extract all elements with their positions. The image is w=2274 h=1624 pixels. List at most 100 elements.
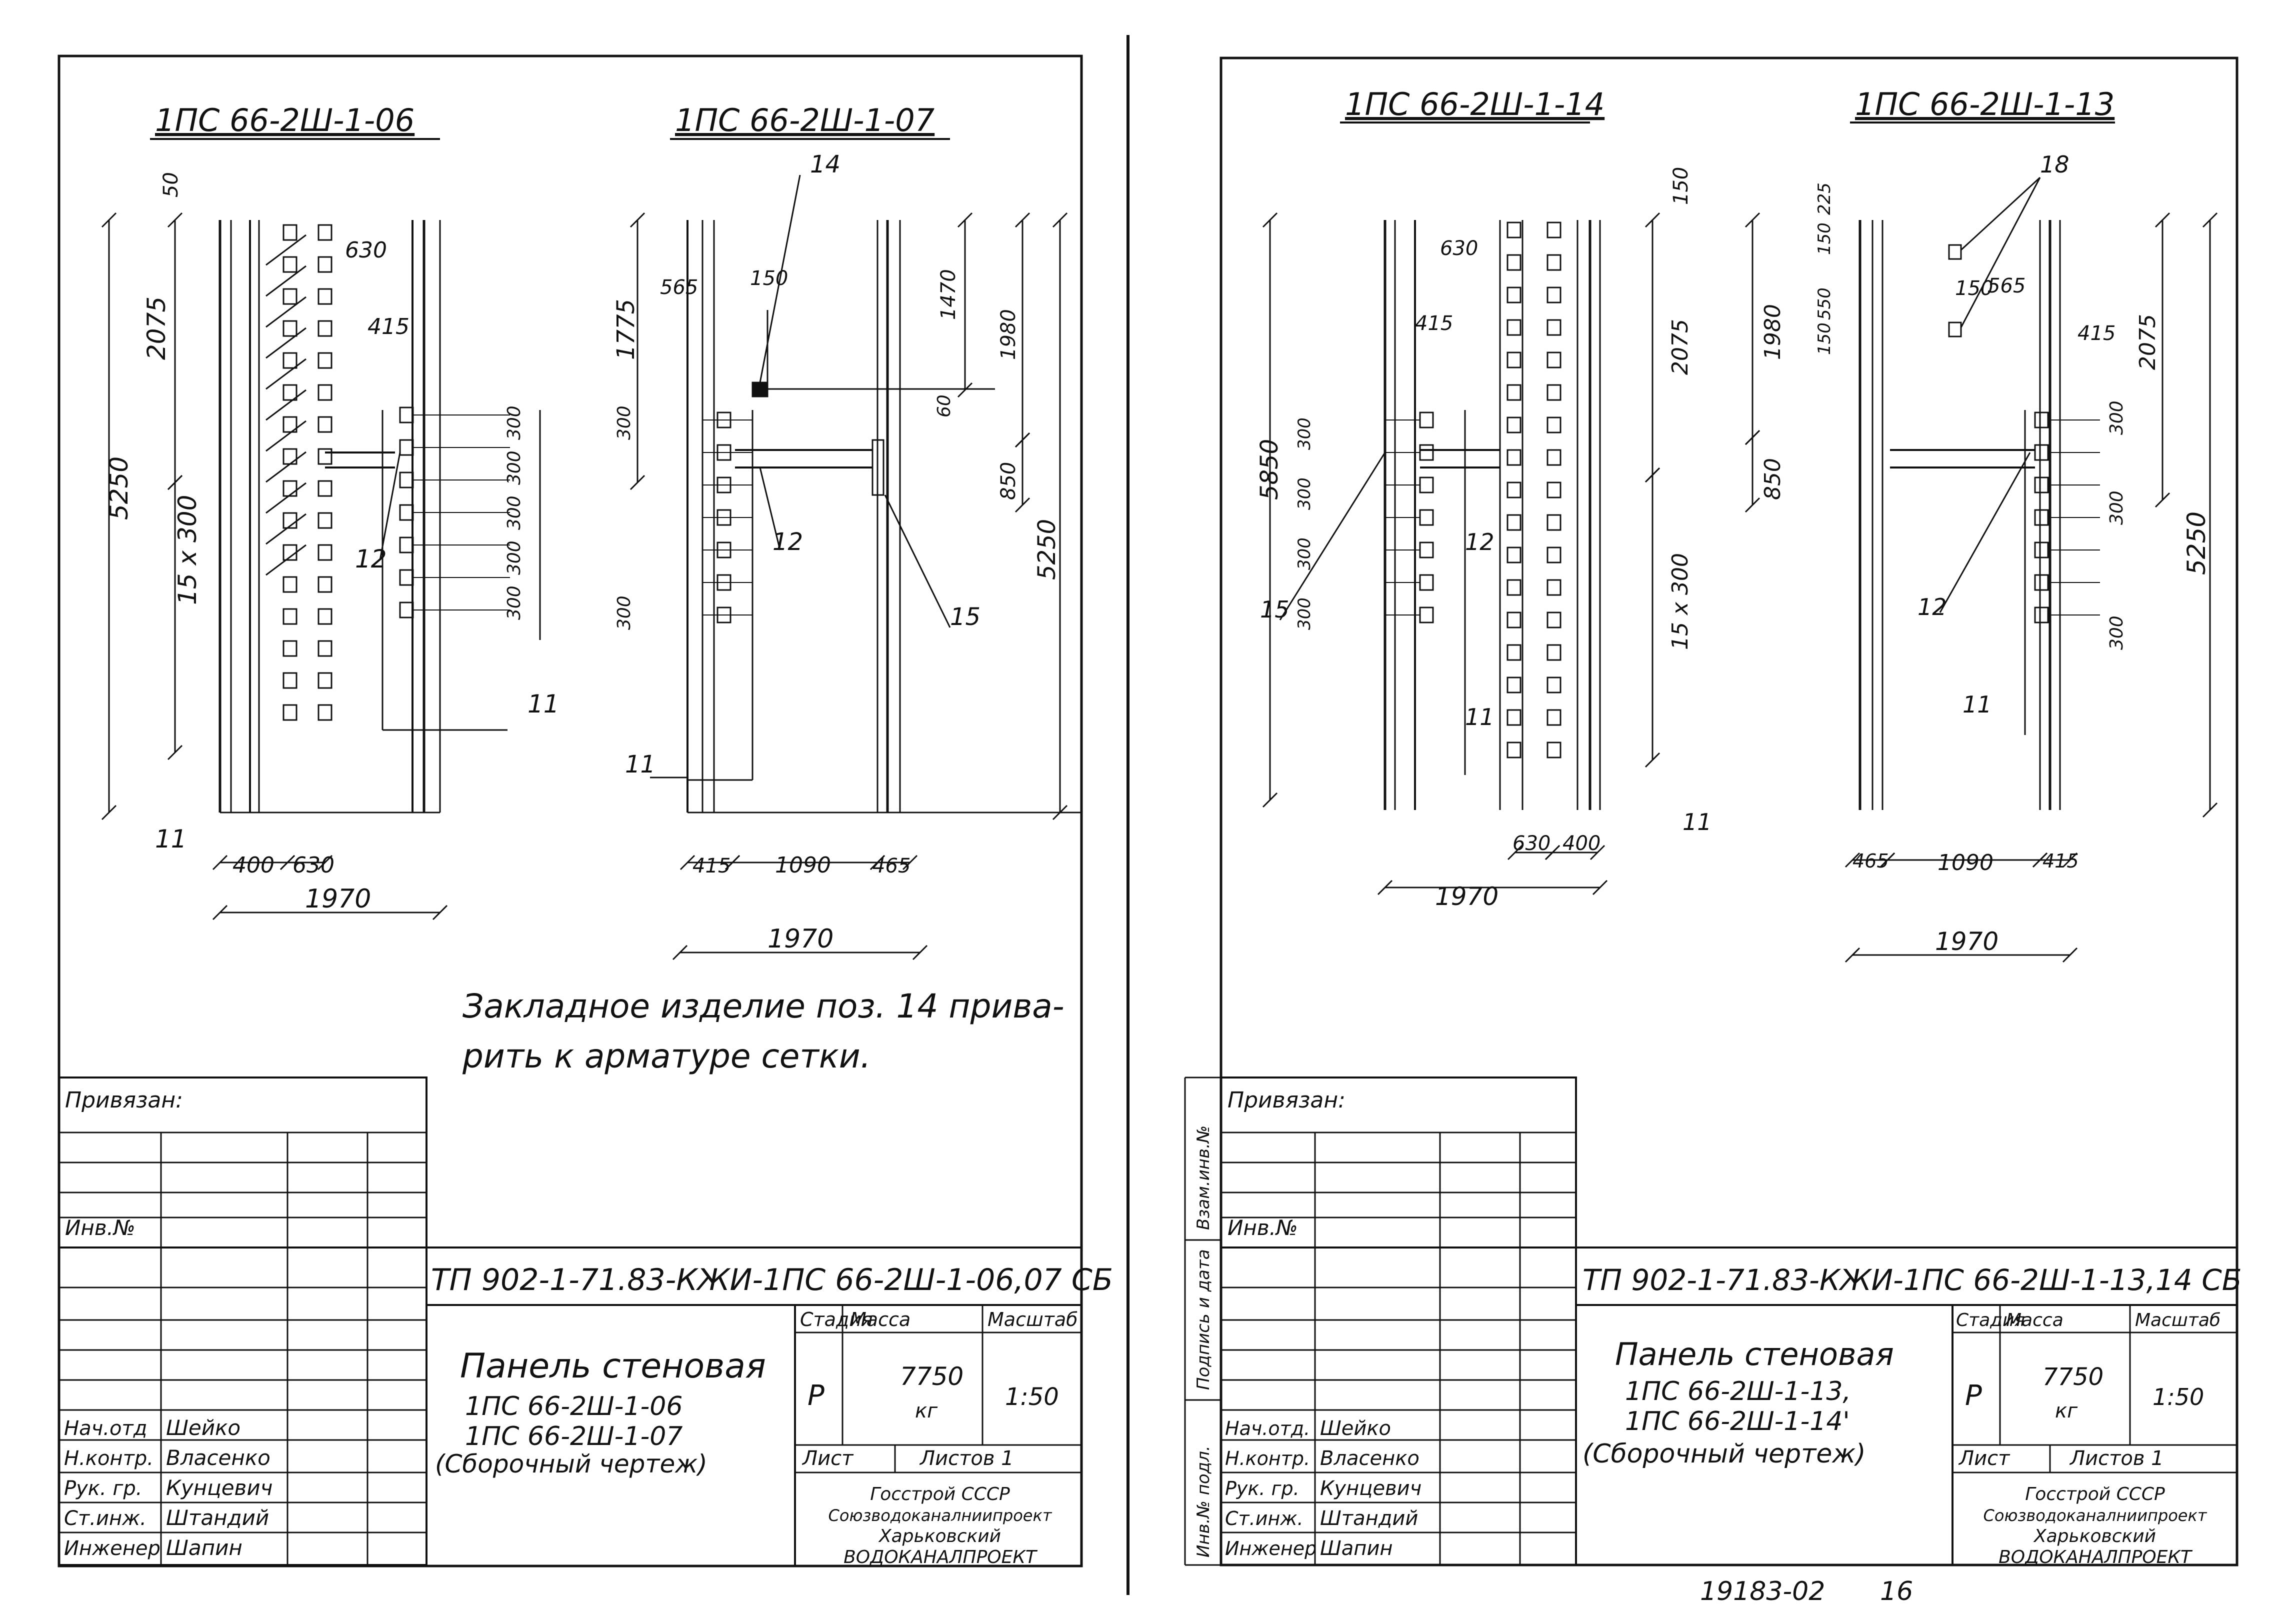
- side-label-2: Инв.№ подл.: [1194, 1446, 1214, 1558]
- inv-label: Инв.№: [1228, 1216, 1298, 1240]
- dim-tick: [432, 904, 448, 920]
- callout-12: 12: [355, 544, 387, 574]
- dim-tick: [1377, 880, 1393, 896]
- rebar-square: [1506, 286, 1522, 304]
- rebar-square: [318, 640, 332, 657]
- hdr-scale: Масштаб: [2135, 1310, 2220, 1330]
- dim-565: 565: [1988, 274, 2026, 298]
- hatch: [266, 296, 306, 328]
- callout-11: 11: [625, 750, 656, 778]
- side-label-1: Подпись и дата: [1194, 1249, 1214, 1390]
- hdr-stage: Стадия: [1956, 1310, 2025, 1330]
- rebar-square: [1506, 546, 1522, 564]
- dim-tick: [1844, 947, 1860, 963]
- dim-630: 630: [345, 238, 387, 263]
- leader: [379, 452, 401, 560]
- rebar-square: [282, 320, 298, 337]
- signer-name: Штандий: [166, 1506, 269, 1530]
- dim-630: 630: [1440, 237, 1478, 260]
- signer-role: Нач.отд.: [1225, 1418, 1310, 1440]
- doc-code: ТП 902-1-71.83-КЖИ-1ПС 66-2Ш-1-06,07 СБ: [431, 1262, 1113, 1298]
- note-line-2: рить к арматуре сетки.: [462, 1037, 871, 1076]
- view-title-13: 1ПС 66-2Ш-1-13: [1855, 86, 2114, 122]
- dim-tick: [957, 382, 973, 398]
- rebar-square: [282, 256, 298, 273]
- dim-tick: [630, 212, 646, 228]
- scale-value: 1:50: [2152, 1384, 2204, 1410]
- callout-12: 12: [772, 528, 803, 556]
- view-title-07: 1ПС 66-2Ш-1-07: [675, 102, 934, 138]
- note-line-1: Закладное изделие поз. 14 прива-: [462, 987, 1064, 1026]
- dim-tick: [2202, 802, 2218, 818]
- leader: [759, 467, 781, 550]
- embedded-18a: [1948, 244, 1962, 260]
- bracket-square: [399, 602, 414, 618]
- bracket-square: [1419, 412, 1434, 428]
- dim-tick: [2062, 852, 2078, 868]
- dim-tick: [1590, 844, 1606, 860]
- bracket-square: [2034, 606, 2049, 624]
- dim-400: 400: [1562, 832, 1600, 855]
- rebar-square: [318, 416, 332, 433]
- rebar-square: [282, 384, 298, 401]
- rebar-square: [318, 352, 332, 369]
- mass-unit: кг: [915, 1400, 938, 1422]
- callout-11b: 11: [155, 824, 187, 854]
- rebar-square: [282, 352, 298, 369]
- dim-tick: [1644, 467, 1660, 483]
- hatch: [266, 234, 306, 266]
- rebar-square: [1546, 319, 1562, 336]
- callout-11: 11: [1465, 704, 1494, 730]
- dim-tick: [724, 854, 740, 870]
- signer-name: Штандий: [1320, 1507, 1418, 1530]
- rebar-square: [1506, 449, 1522, 466]
- hatch: [266, 358, 306, 390]
- rebar-square: [282, 288, 298, 305]
- embedded-18b: [1948, 322, 1962, 338]
- scale-value: 1:50: [1005, 1383, 1059, 1411]
- dim-1090: 1090: [1938, 850, 1994, 876]
- rebar-square: [1546, 546, 1562, 564]
- leader: [1960, 176, 2041, 251]
- name-line-3: (Сборочный чертеж): [1582, 1439, 1866, 1469]
- dim-415: 415: [2078, 322, 2116, 345]
- dim-150: 150: [750, 267, 788, 290]
- mass-value: 7750: [2042, 1363, 2104, 1391]
- hatch: [266, 451, 306, 483]
- org-line: ВОДОКАНАЛПРОЕКТ: [844, 1547, 1038, 1568]
- dim-tick: [1014, 432, 1030, 448]
- hatch: [266, 327, 306, 359]
- inv-label: Инв.№: [65, 1216, 136, 1240]
- tier-dim: 300: [504, 406, 524, 440]
- signer-role: Н.контр.: [1225, 1448, 1310, 1470]
- bracket-square: [2034, 444, 2049, 461]
- rebar-square: [1506, 319, 1522, 336]
- dim-tick: [2032, 852, 2048, 868]
- dim-tick: [1644, 752, 1660, 768]
- signer-role: Инженер: [64, 1537, 160, 1560]
- name-line-2: 1ПС 66-2Ш-1-14': [1625, 1406, 1850, 1436]
- tier-dim: 300: [504, 450, 524, 485]
- rebar-square: [1506, 514, 1522, 531]
- sheet-label: Лист: [802, 1447, 854, 1470]
- view-title-14: 1ПС 66-2Ш-1-14: [1345, 86, 1604, 122]
- dim-tick: [680, 854, 696, 870]
- bracket-square: [1419, 444, 1434, 461]
- signer-role: Н.контр.: [64, 1447, 154, 1470]
- dim-415: 415: [692, 854, 730, 878]
- hdr-mass: Масса: [850, 1308, 910, 1330]
- tier-dim: 300: [614, 596, 634, 630]
- callout-15: 15: [950, 603, 980, 631]
- dim-tick: [1052, 212, 1068, 228]
- signer-name: Кунцевич: [1320, 1477, 1422, 1500]
- rebar-square: [1546, 449, 1562, 466]
- sheet-label: Лист: [1958, 1447, 2010, 1470]
- name-line-0: Панель стеновая: [460, 1346, 766, 1386]
- dim-225: 225: [1814, 182, 1834, 215]
- bracket-square: [1419, 574, 1434, 591]
- dim-1090: 1090: [775, 852, 831, 878]
- dim-15x300: 15 x 300: [173, 495, 202, 605]
- footer-code: 19183-02: [1700, 1576, 1825, 1606]
- hatch: [266, 513, 306, 545]
- dim-tick: [912, 944, 928, 960]
